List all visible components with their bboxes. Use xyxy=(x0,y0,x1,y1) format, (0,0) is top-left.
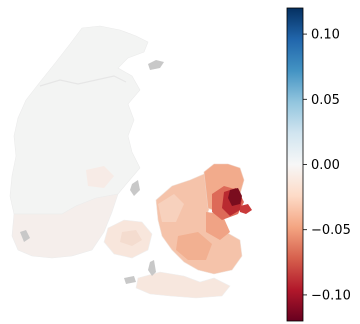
capital-darkest xyxy=(228,188,242,206)
colorbar-tick-label: 0.05 xyxy=(311,93,340,108)
amager-island xyxy=(240,204,252,214)
aero-island xyxy=(124,276,136,284)
jutland-region xyxy=(9,25,149,215)
jutland-east-patch xyxy=(86,166,114,188)
samso-island xyxy=(130,180,140,196)
denmark-map xyxy=(9,25,252,299)
zealand-west-patch xyxy=(158,194,184,222)
colorbar-tick-label: −0.10 xyxy=(311,288,351,303)
colorbar-gradient xyxy=(286,7,304,322)
lolland-falster-region xyxy=(135,271,231,299)
colorbar-tick-label: −0.05 xyxy=(311,223,351,238)
langeland-island xyxy=(148,260,156,276)
colorbar-tick-label: 0.00 xyxy=(311,158,340,173)
als-island xyxy=(20,230,30,242)
limfjord xyxy=(39,75,127,87)
colorbar-ticks: 0.10 0.05 0.00 −0.05 −0.10 xyxy=(303,28,351,303)
colorbar: 0.10 0.05 0.00 −0.05 −0.10 xyxy=(286,7,351,322)
anholt-island xyxy=(148,60,164,70)
funen-center-patch xyxy=(120,230,142,246)
colorbar-tick-label: 0.10 xyxy=(311,28,340,43)
zealand-south-patch xyxy=(176,232,212,260)
south-jutland-region xyxy=(11,193,119,259)
